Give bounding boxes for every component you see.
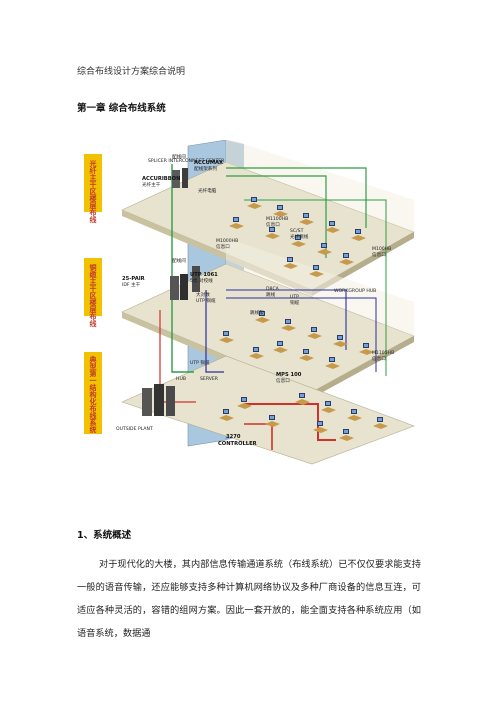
callout-m1000: M1000HB — [216, 238, 238, 244]
side-label-1: 光纤主干区楼层布线 — [89, 159, 98, 224]
computer-icon — [273, 205, 288, 217]
fiber-horizontal-top — [226, 167, 367, 228]
callout-accuribbon: ACCURIBBON — [142, 176, 180, 182]
callout-25-pair: 25-PAIR — [122, 276, 145, 282]
computer-icon — [317, 243, 332, 255]
computer-icon — [249, 347, 264, 359]
callout-utp3: UTP 铜缆 — [190, 359, 210, 366]
computer-icon — [265, 227, 280, 239]
computer-icon — [347, 409, 362, 421]
computer-icon — [219, 409, 234, 421]
callout-accumax-sub: 配线架系列 — [194, 165, 217, 172]
workstation-group — [219, 197, 388, 441]
computer-icon — [325, 221, 340, 233]
callout-fiber-pc: 光纤电脑 — [198, 187, 217, 194]
document-title: 综合布线设计方案综合说明 — [77, 67, 186, 77]
callout-utp2-sub: 铜缆 — [290, 299, 300, 306]
computer-icon — [273, 341, 288, 353]
callout-d8ca-sub: 跳线 — [266, 291, 276, 298]
body-paragraph: 对于现代化的大楼，其内部信息传输通道系统（布线系统）已不仅仅要求能支持一般的语音… — [77, 553, 421, 645]
callout-m1100: M1100HB — [266, 216, 288, 222]
callout-sc-st-sub: 光纤跳线 — [290, 233, 309, 240]
callout-server: SERVER — [200, 376, 219, 382]
computer-icon — [219, 331, 234, 343]
side-label-bar-2 — [84, 258, 102, 316]
cabling-system-illustration: 光纤主干区楼层布线 铜缆主干区楼层布线 典型第一结构化布线系统 — [76, 140, 422, 466]
callout-utp2: UTP — [290, 294, 299, 300]
callout-m1105: M1105HB — [372, 350, 394, 356]
computer-icon — [291, 235, 306, 247]
computer-icon — [359, 343, 374, 355]
callout-workgroup-hub: WORKGROUP HUB — [334, 288, 376, 294]
computer-icon — [295, 393, 310, 405]
side-label-bar-1 — [84, 154, 102, 212]
rack-bottom — [142, 384, 175, 416]
computer-icon — [255, 311, 270, 323]
callout-m1000-sub: 信息口 — [216, 243, 230, 250]
callout-25-pair-sub: IDF 主干 — [122, 281, 141, 288]
section-heading: 1、系统概述 — [77, 530, 132, 541]
callout-utp1061: UTP 1061 — [190, 272, 218, 278]
body-paragraph-text: 对于现代化的大楼，其内部信息传输通道系统（布线系统）已不仅仅要求能支持一般的语音… — [77, 559, 421, 639]
computer-icon — [281, 319, 296, 331]
callout-hub: HUB — [176, 376, 186, 382]
callout-bigpair: 大对数 — [196, 291, 210, 298]
computer-icon — [307, 327, 322, 339]
callout-d8ca: D8CA — [266, 286, 280, 292]
callout-mps-sub: 信息口 — [276, 377, 290, 384]
computer-icon — [373, 417, 388, 429]
floor-bottom — [121, 355, 415, 465]
computer-icon — [247, 197, 262, 209]
callout-controller: CONTROLLER — [218, 441, 257, 447]
callout-patch-room-top: 配线间 — [172, 153, 186, 160]
callout-accuribbon-sub: 光纤主干 — [142, 181, 161, 188]
computer-icon — [299, 349, 314, 361]
chapter-heading: 第一章 综合布线系统 — [77, 103, 166, 114]
callout-bigpair-sub: UTP 铜缆 — [196, 297, 216, 304]
callout-m1100-sub: 信息口 — [266, 221, 280, 228]
side-label-3: 典型第一结构化布线系统 — [89, 355, 98, 434]
callout-jumper: 跳线架 — [250, 309, 264, 316]
rack-top — [172, 168, 188, 188]
callout-sc-st: SC/ST — [290, 228, 304, 234]
rack-middle — [170, 266, 200, 300]
side-label-2: 铜缆主干区楼层布线 — [89, 263, 98, 328]
side-label-bar-3 — [84, 352, 102, 434]
computer-icon — [351, 229, 366, 241]
computer-icon — [325, 357, 340, 369]
callout-outside-plant: OUTSIDE PLANT — [116, 426, 153, 432]
computer-icon — [309, 265, 324, 277]
fiber-horizontal-2 — [226, 175, 327, 258]
computer-icon — [237, 397, 252, 409]
callout-m100-right-sub: 信息口 — [372, 251, 386, 258]
callout-controller-num: 3270 — [226, 434, 241, 440]
callout-accumax: ACCUMAX — [194, 160, 223, 166]
computer-icon — [339, 253, 354, 265]
callout-patch-room-mid: 配线间 — [172, 257, 186, 264]
copper-backbone-line — [205, 290, 224, 373]
callout-m1105-sub: 信息口 — [372, 355, 386, 362]
callout-m100-right: M100HB — [372, 246, 391, 252]
fiber-backbone-line — [171, 164, 194, 373]
callout-mps: MPS 100 — [276, 372, 302, 378]
computer-icon — [283, 257, 298, 269]
callout-utp1061-sub: 5类 对绞线 — [190, 277, 213, 284]
computer-icon — [333, 335, 348, 347]
computer-icon — [313, 421, 328, 433]
computer-icon — [265, 415, 280, 427]
computer-icon — [321, 401, 336, 413]
computer-icon — [339, 429, 354, 441]
callout-splicer: SPLICER INTERCONNECT CENTER — [148, 158, 225, 164]
computer-icon — [229, 217, 244, 229]
computer-icon — [299, 213, 314, 225]
